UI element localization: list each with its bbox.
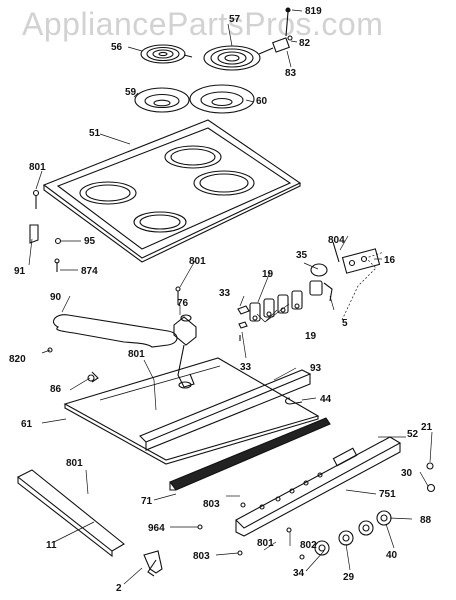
callout-57: 57 xyxy=(229,14,241,25)
callout-83: 83 xyxy=(285,68,297,79)
callout-801a: 801 xyxy=(29,162,46,173)
callout-88: 88 xyxy=(420,515,432,526)
infinite-switches xyxy=(249,290,303,322)
callout-61: 61 xyxy=(21,419,33,430)
callout-16: 16 xyxy=(384,255,396,266)
callout-21: 21 xyxy=(421,422,433,433)
callout-90: 90 xyxy=(50,292,62,303)
callout-803b: 803 xyxy=(193,551,210,562)
callout-44: 44 xyxy=(320,394,332,405)
callout-751: 751 xyxy=(379,489,396,500)
callout-59: 59 xyxy=(125,87,137,98)
callout-40: 40 xyxy=(386,550,398,561)
callout-802: 802 xyxy=(300,540,317,551)
callout-33a: 33 xyxy=(219,288,231,299)
callout-19b: 19 xyxy=(305,331,317,342)
wire-hook xyxy=(284,397,303,405)
cooktop-main-top xyxy=(42,119,302,263)
callout-964: 964 xyxy=(148,523,165,534)
callouts: 56 57 819 82 83 59 60 51 801 95 91 874 8… xyxy=(9,6,433,594)
callout-5: 5 xyxy=(342,318,348,329)
callout-874: 874 xyxy=(81,266,98,277)
callout-803a: 803 xyxy=(203,499,220,510)
surface-burner-large xyxy=(203,45,274,71)
broil-element xyxy=(53,314,178,348)
control-panel xyxy=(235,436,402,537)
surface-burner-small xyxy=(140,44,193,64)
callout-819: 819 xyxy=(305,6,322,17)
callout-56: 56 xyxy=(111,42,123,53)
callout-91: 91 xyxy=(14,266,26,277)
oven-switch xyxy=(309,263,333,302)
callout-801b: 801 xyxy=(189,256,206,267)
drip-pan-small xyxy=(134,87,190,113)
callout-804: 804 xyxy=(328,235,345,246)
callout-93: 93 xyxy=(310,363,322,374)
callout-820: 820 xyxy=(9,354,26,365)
leader-lines xyxy=(28,9,433,585)
hinge-hardware xyxy=(29,189,62,272)
terminal-block xyxy=(272,7,293,53)
callout-801d: 801 xyxy=(66,458,83,469)
side-trim xyxy=(16,469,125,558)
clock-timer-module xyxy=(332,241,381,274)
callout-30: 30 xyxy=(401,468,413,479)
callout-29: 29 xyxy=(343,572,355,583)
callout-95: 95 xyxy=(84,236,96,247)
drip-pan-large xyxy=(189,84,255,114)
misc-hardware xyxy=(47,347,436,556)
thermostat-bulb xyxy=(173,286,197,388)
callout-71: 71 xyxy=(141,496,153,507)
side-rail xyxy=(139,369,312,451)
callout-33b: 33 xyxy=(240,362,252,373)
mounting-bracket xyxy=(143,550,163,577)
callout-51: 51 xyxy=(89,128,101,139)
callout-82: 82 xyxy=(299,38,311,49)
watermark: AppliancePartsPros.com xyxy=(22,6,384,42)
callout-86: 86 xyxy=(50,384,62,395)
vent-trim xyxy=(169,417,331,491)
callout-2: 2 xyxy=(116,583,122,594)
callout-801e: 801 xyxy=(257,538,274,549)
callout-19a: 19 xyxy=(262,269,274,280)
control-knobs xyxy=(299,510,392,560)
callout-76: 76 xyxy=(177,298,189,309)
callout-11: 11 xyxy=(46,540,57,551)
callout-35: 35 xyxy=(296,250,308,261)
callout-60: 60 xyxy=(256,96,268,107)
callout-34: 34 xyxy=(293,568,305,579)
callout-52: 52 xyxy=(407,429,419,440)
switch-clips xyxy=(237,305,250,341)
oven-top-panel xyxy=(63,357,320,465)
callout-801c: 801 xyxy=(128,349,145,360)
